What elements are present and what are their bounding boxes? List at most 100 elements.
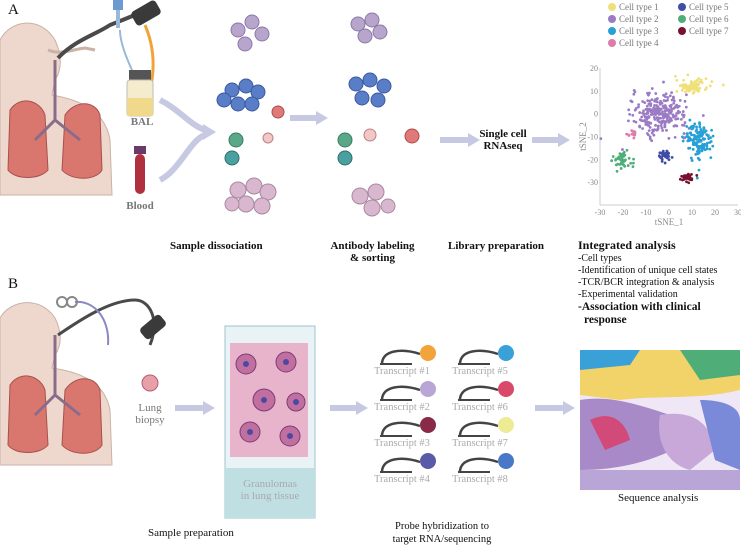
y-tick-label: 10	[590, 87, 598, 96]
tsne-point	[674, 74, 677, 78]
clinical-line1: -Association with clinical	[578, 301, 701, 313]
tsne-point	[705, 145, 709, 148]
tsne-point	[695, 78, 699, 82]
tsne-point	[614, 163, 618, 167]
x-tick-label: -20	[618, 208, 629, 217]
tsne-point	[670, 91, 674, 95]
tsne-point	[708, 147, 712, 151]
y-tick-label: -20	[587, 155, 598, 164]
probe-arc	[380, 421, 421, 437]
legend-swatch	[678, 15, 686, 23]
tsne-point	[621, 148, 624, 151]
tsne-point	[685, 180, 688, 184]
tsne-point	[672, 124, 676, 128]
bronchoscope-b	[56, 296, 166, 346]
arrow-a2-head	[468, 133, 480, 147]
tsne-point	[664, 155, 668, 159]
tsne-point	[646, 108, 650, 112]
tsne-point	[669, 110, 673, 113]
probe-tag	[498, 345, 514, 361]
antibody-labeling-line1: Antibody labeling	[330, 240, 415, 252]
tsne-point	[632, 157, 635, 161]
tsne-point	[695, 176, 699, 180]
tsne-point	[672, 99, 676, 103]
tsne-point	[632, 89, 636, 92]
tsne-point	[634, 107, 638, 110]
legend-swatch	[608, 15, 616, 23]
tsne-point	[703, 88, 707, 92]
legend-label: Cell type 7	[689, 26, 729, 36]
dissociated-cells	[216, 14, 285, 215]
tsne-point	[672, 106, 676, 110]
tsne-point	[651, 108, 655, 112]
tsne-point	[667, 116, 671, 119]
x-tick-label: -10	[641, 208, 652, 217]
tsne-point	[695, 174, 699, 177]
granuloma-line2: in lung tissue	[240, 490, 300, 502]
tsne-point	[708, 141, 712, 144]
integrated-item: -Cell types	[578, 253, 622, 264]
tsne-point	[629, 99, 633, 103]
legend-swatch	[608, 27, 616, 35]
tsne-point	[684, 105, 688, 109]
tsne-point	[663, 95, 667, 99]
legend-label: Cell type 4	[619, 38, 659, 48]
tsne-point	[651, 112, 655, 116]
tsne-point	[658, 101, 662, 105]
legend-label: Cell type 6	[689, 14, 729, 24]
tsne-point	[621, 158, 625, 162]
arrow-a1-head	[316, 111, 328, 125]
tsne-point	[672, 95, 675, 99]
tsne-point	[648, 135, 652, 139]
tsne-point	[627, 133, 631, 137]
tsne-point	[634, 120, 638, 124]
tsne-point	[682, 86, 685, 90]
arrow-b1-head	[203, 401, 215, 415]
transcript-label: Transcript #6	[452, 402, 508, 413]
merge-arrow-head	[203, 124, 216, 140]
x-tick-label: 10	[688, 208, 696, 217]
legend-entry: Cell type 5	[678, 2, 729, 12]
tsne-point	[688, 131, 692, 135]
tsne-point	[670, 98, 674, 102]
tsne-point	[691, 125, 695, 129]
tsne-point	[667, 136, 671, 140]
tsne-point	[678, 98, 682, 102]
tsne-point	[685, 93, 688, 97]
probe-tag	[498, 381, 514, 397]
tsne-point	[675, 103, 679, 107]
antibody-labeling-line2: & sorting	[350, 252, 395, 264]
tsne-point	[675, 90, 679, 93]
transcript-label: Transcript #2	[374, 402, 430, 413]
probe-icon	[458, 453, 514, 473]
person-b-illustration	[0, 302, 113, 466]
legend-swatch	[608, 3, 616, 11]
y-tick-label: 0	[594, 110, 598, 119]
probe-icon	[380, 417, 436, 437]
tsne-point	[660, 126, 664, 130]
lung-biopsy-label: Lung biopsy	[130, 402, 170, 426]
tsne-point	[721, 83, 725, 87]
tsne-point	[660, 121, 664, 125]
legend-swatch	[678, 3, 686, 11]
tsne-point	[654, 123, 657, 127]
tsne-point	[650, 87, 654, 90]
tsne-point	[695, 150, 699, 153]
tsne-point	[688, 146, 692, 150]
tsne-point	[702, 127, 706, 131]
tsne-point	[692, 142, 696, 145]
probe-icon	[380, 345, 436, 365]
legend-swatch	[678, 27, 686, 35]
tsne-point	[663, 125, 667, 129]
tsne-point	[698, 145, 702, 148]
tsne-point	[709, 156, 713, 160]
tsne-point	[599, 137, 603, 141]
tsne-point	[661, 129, 665, 132]
tsne-point	[697, 168, 701, 172]
probe-icon	[380, 381, 436, 401]
tsne-point	[681, 135, 684, 139]
tsne-point	[668, 104, 672, 108]
tsne-point	[642, 113, 646, 117]
tsne-point	[641, 111, 644, 115]
